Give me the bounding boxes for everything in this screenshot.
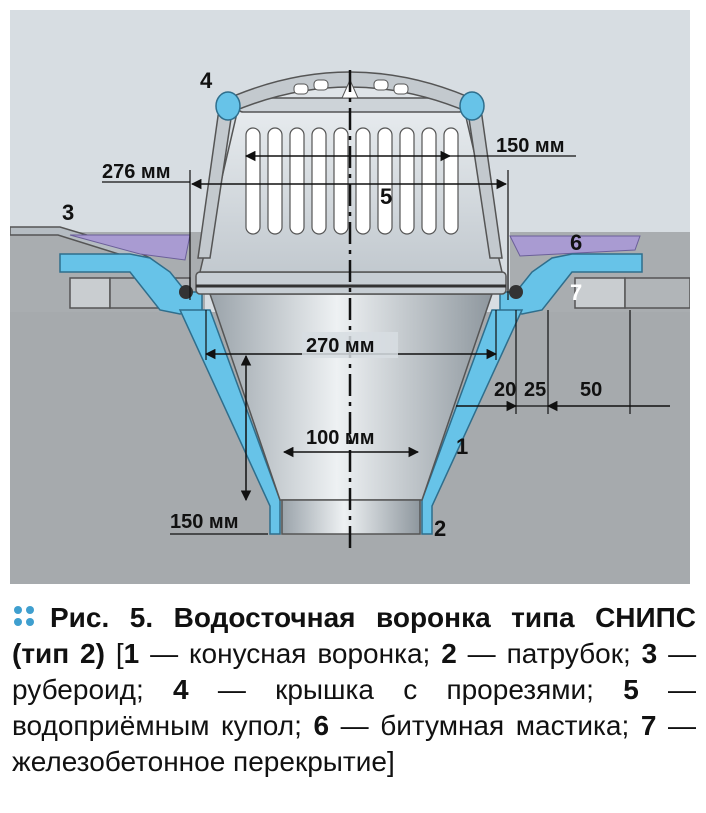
callout-7: 7 — [570, 280, 582, 305]
caption-marker-icon — [12, 604, 40, 628]
legend-num-5: 5 — [623, 674, 639, 705]
legend-num-3: 3 — [641, 638, 658, 669]
flange-right — [499, 253, 643, 315]
dim-offset-25: 25 — [524, 379, 546, 401]
flange-left — [59, 253, 203, 315]
dim-top-rim: 150 мм — [496, 135, 565, 157]
dim-cap-width: 276 мм — [102, 161, 171, 183]
legend-text-4: крышка с прорезями; — [275, 674, 594, 705]
figure-caption: Рис. 5. Водосточная воронка типа СНИПС (… — [12, 602, 697, 777]
dim-pipe-width: 100 мм — [306, 427, 375, 449]
dim-offset-20: 20 — [494, 379, 516, 401]
legend-text-6: битумная мастика; — [380, 710, 630, 741]
legend-num-7: 7 — [640, 710, 657, 741]
dim-pipe-height: 150 мм — [170, 511, 239, 533]
legend-text-3: рубероид; — [12, 674, 144, 705]
bitumen-mastic-right — [509, 235, 641, 257]
seal-left — [179, 285, 193, 299]
legend-text-2: патрубок; — [506, 638, 631, 669]
figure-label: Рис. 5. — [50, 602, 154, 633]
dim-funnel-width: 270 мм — [306, 335, 375, 357]
callout-4: 4 — [200, 68, 213, 93]
bitumen-mastic-left — [69, 234, 191, 261]
legend-text-5: водоприёмным купол; — [12, 710, 302, 741]
legend-num-2: 2 — [441, 638, 457, 669]
callout-6: 6 — [570, 230, 582, 255]
funnel-diagram: 276 мм 150 мм 270 мм 100 мм 150 мм 20 25… — [10, 10, 690, 584]
callout-5: 5 — [380, 184, 392, 209]
dim-offset-50: 50 — [580, 379, 602, 401]
legend-num-1: 1 — [123, 638, 140, 669]
seal-right — [509, 285, 523, 299]
conical-funnel — [178, 309, 281, 535]
bracket-open: [ — [115, 638, 124, 669]
legend-num-6: 6 — [313, 710, 330, 741]
legend-num-4: 4 — [173, 674, 189, 705]
bracket-close: ] — [386, 746, 395, 777]
callout-3: 3 — [62, 200, 74, 225]
legend-text-7: железобетонное перекрытие — [12, 746, 387, 777]
callout-1: 1 — [456, 434, 468, 459]
legend-text-1: конусная воронка; — [188, 638, 431, 669]
callout-2: 2 — [434, 516, 446, 541]
figure-title: Водосточная воронка типа СНИПС (тип 2) — [12, 602, 696, 669]
